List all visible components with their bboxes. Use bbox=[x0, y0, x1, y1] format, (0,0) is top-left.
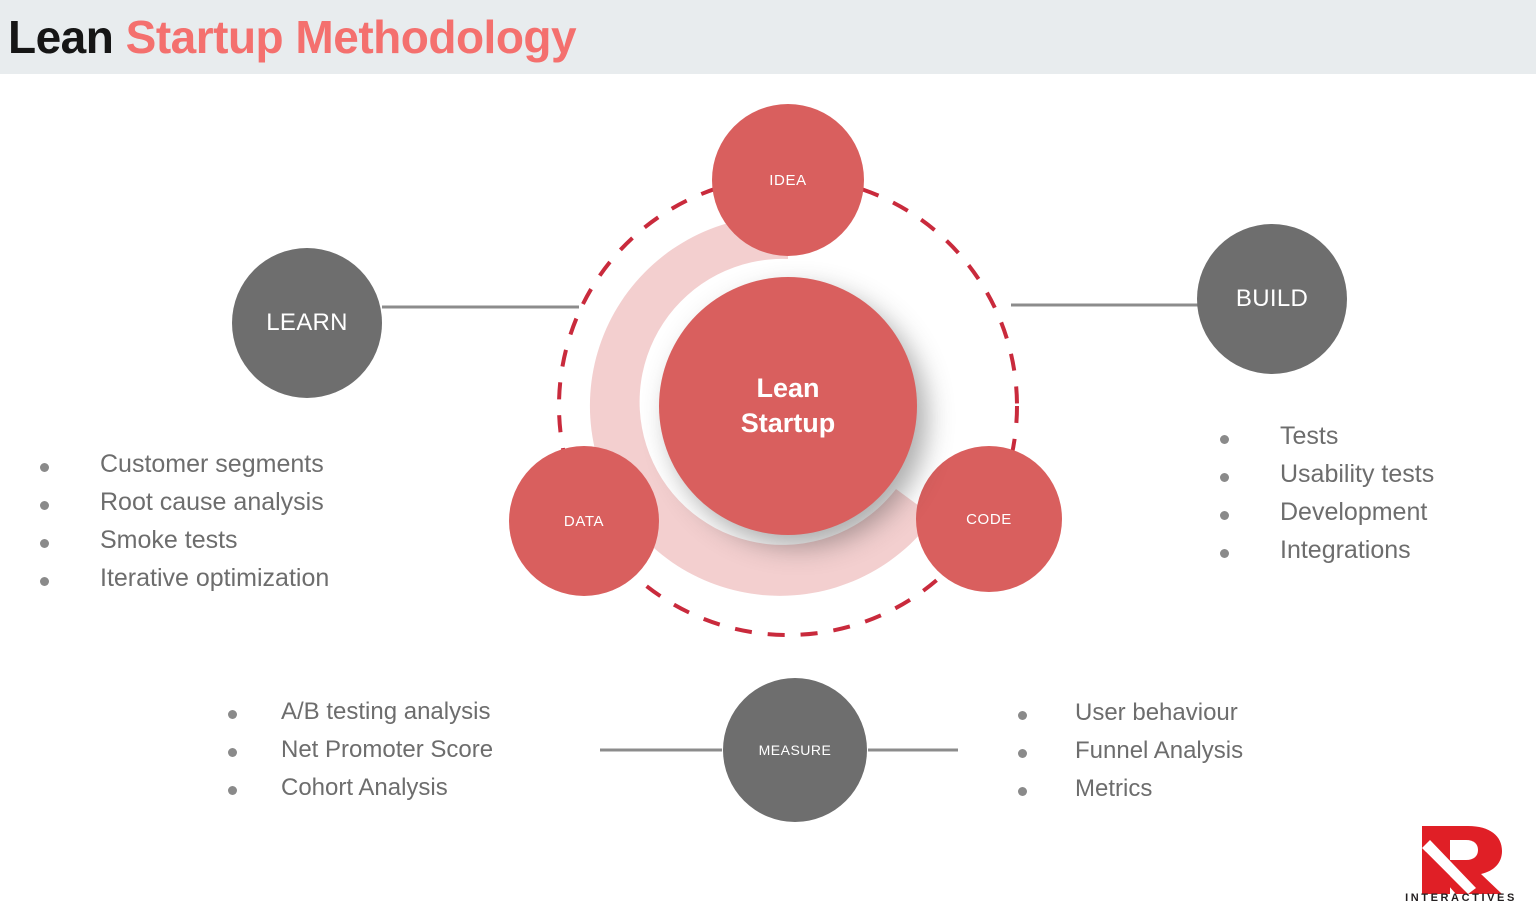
page-title: Lean Startup Methodology bbox=[8, 8, 577, 66]
list-item: Smoke tests bbox=[40, 526, 329, 555]
list-item-label: User behaviour bbox=[1075, 699, 1238, 726]
node-code-label: CODE bbox=[966, 510, 1012, 528]
list-item-label: Smoke tests bbox=[100, 526, 238, 554]
node-learn-label: LEARN bbox=[266, 309, 348, 336]
list-item: Metrics bbox=[1018, 775, 1243, 803]
page-title-primary: Lean bbox=[8, 11, 114, 63]
node-build[interactable]: BUILD bbox=[1197, 224, 1347, 374]
bullet-dot-icon bbox=[228, 786, 237, 795]
bullet-list-learn: Customer segments Root cause analysis Sm… bbox=[40, 450, 329, 602]
list-item-label: Customer segments bbox=[100, 450, 324, 478]
list-item: Development bbox=[1220, 498, 1434, 527]
bullet-list-measure-left: A/B testing analysis Net Promoter Score … bbox=[228, 698, 493, 812]
bullet-dot-icon bbox=[1018, 787, 1027, 796]
dashed-cycle-circle bbox=[557, 175, 1019, 637]
header-band bbox=[0, 0, 1536, 74]
bullet-dot-icon bbox=[40, 501, 49, 510]
list-item-label: Tests bbox=[1280, 422, 1339, 450]
list-item: User behaviour bbox=[1018, 699, 1243, 727]
bullet-dot-icon bbox=[1220, 435, 1229, 444]
list-item-label: Root cause analysis bbox=[100, 488, 324, 516]
bullet-list-measure-right: User behaviour Funnel Analysis Metrics bbox=[1018, 699, 1243, 813]
node-idea[interactable]: IDEA bbox=[712, 104, 864, 256]
logo-wordmark: INTERACTIVES bbox=[1405, 892, 1517, 904]
list-item: Net Promoter Score bbox=[228, 736, 493, 764]
bullet-dot-icon bbox=[228, 748, 237, 757]
node-code[interactable]: CODE bbox=[916, 446, 1062, 592]
brand-logo: INTERACTIVES bbox=[1400, 826, 1522, 918]
bullet-dot-icon bbox=[40, 577, 49, 586]
list-item-label: Net Promoter Score bbox=[281, 736, 494, 763]
node-measure[interactable]: MEASURE bbox=[723, 678, 867, 822]
bullet-dot-icon bbox=[1018, 711, 1027, 720]
list-item-label: Funnel Analysis bbox=[1075, 737, 1244, 764]
bullet-dot-icon bbox=[228, 710, 237, 719]
node-lean-startup-core[interactable]: Lean Startup bbox=[659, 277, 917, 535]
list-item-label: Usability tests bbox=[1280, 460, 1435, 488]
list-item-label: Iterative optimization bbox=[100, 564, 330, 592]
node-learn[interactable]: LEARN bbox=[232, 248, 382, 398]
core-label-line2: Startup bbox=[740, 408, 836, 438]
list-item-label: A/B testing analysis bbox=[281, 698, 491, 725]
node-build-label: BUILD bbox=[1235, 285, 1309, 312]
node-data-label: DATA bbox=[563, 512, 605, 530]
lean-startup-cycle-diagram: IDEA DATA CODE Lean Startup LEARN BUILD … bbox=[0, 74, 1536, 904]
list-item: Integrations bbox=[1220, 536, 1434, 565]
bullet-dot-icon bbox=[1220, 473, 1229, 482]
node-idea-label: IDEA bbox=[769, 171, 807, 189]
list-item: Funnel Analysis bbox=[1018, 737, 1243, 765]
diagram-vector-layer bbox=[382, 175, 1199, 752]
bullet-dot-icon bbox=[1018, 749, 1027, 758]
list-item-label: Cohort Analysis bbox=[281, 774, 448, 801]
list-item: A/B testing analysis bbox=[228, 698, 493, 726]
list-item: Tests bbox=[1220, 422, 1434, 451]
node-measure-label: MEASURE bbox=[758, 742, 832, 758]
r-interactives-logo-icon bbox=[1422, 826, 1502, 894]
list-item-label: Integrations bbox=[1280, 536, 1411, 564]
list-item-label: Metrics bbox=[1075, 775, 1153, 802]
list-item: Customer segments bbox=[40, 450, 329, 479]
list-item: Iterative optimization bbox=[40, 564, 329, 593]
pink-ring-arc bbox=[589, 215, 934, 596]
bullet-dot-icon bbox=[40, 463, 49, 472]
list-item-label: Development bbox=[1280, 498, 1428, 526]
bullet-list-build: Tests Usability tests Development Integr… bbox=[1220, 422, 1434, 574]
core-label-line1: Lean bbox=[756, 373, 820, 404]
bullet-dot-icon bbox=[40, 539, 49, 548]
list-item: Usability tests bbox=[1220, 460, 1434, 489]
list-item: Root cause analysis bbox=[40, 488, 329, 517]
node-data[interactable]: DATA bbox=[509, 446, 659, 596]
bullet-dot-icon bbox=[1220, 549, 1229, 558]
list-item: Cohort Analysis bbox=[228, 774, 493, 802]
bullet-dot-icon bbox=[1220, 511, 1229, 520]
page-title-accent: Startup Methodology bbox=[125, 11, 577, 63]
